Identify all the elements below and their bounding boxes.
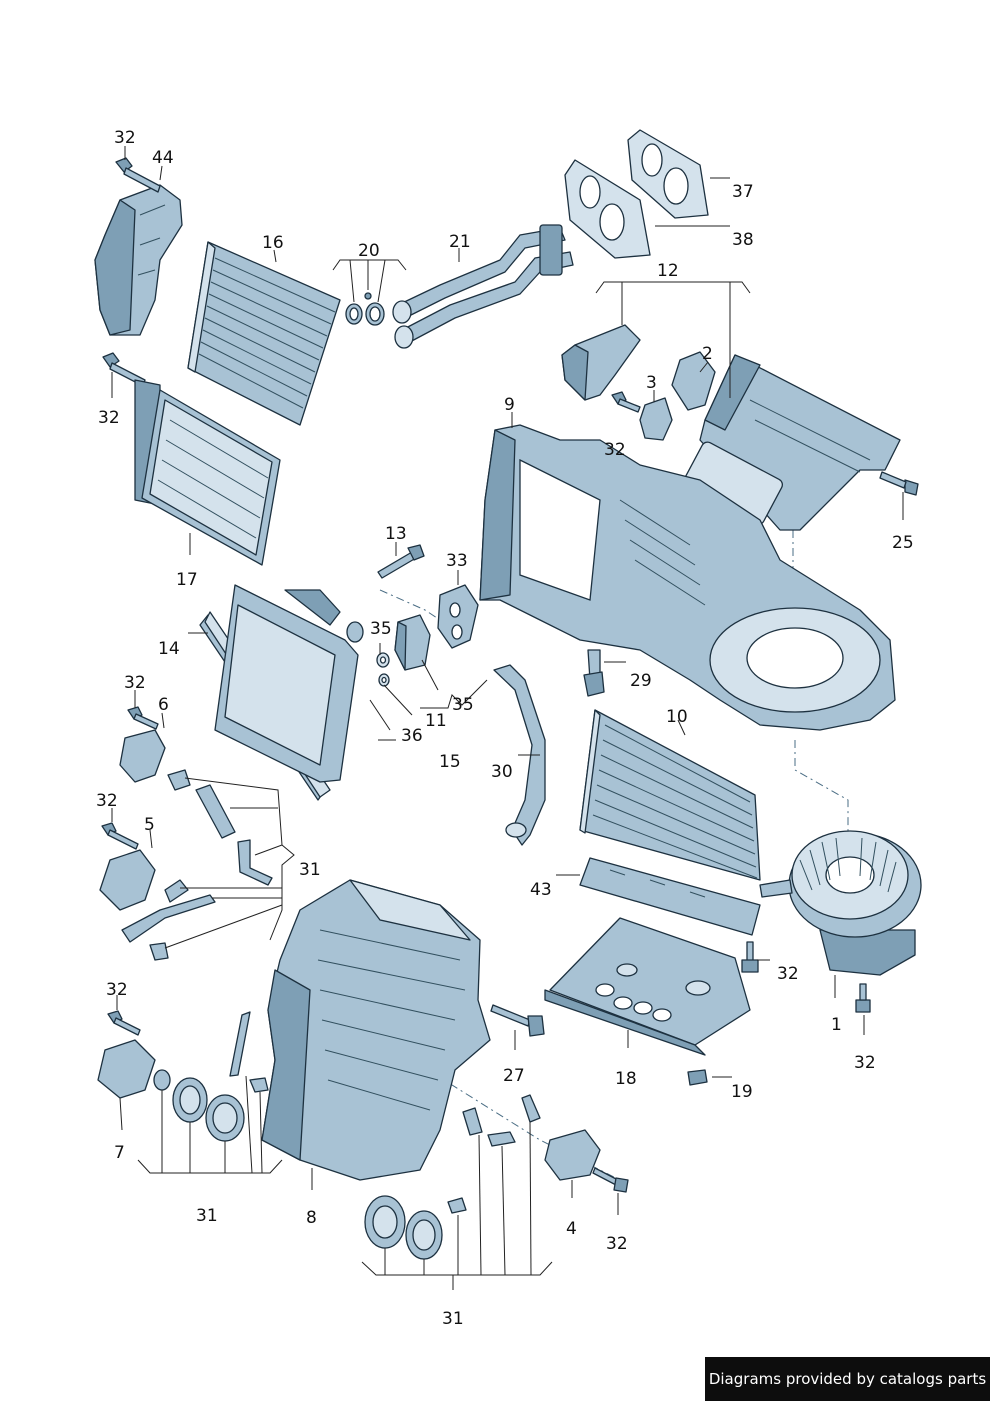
callout-5: 5 <box>144 815 155 835</box>
leader-lines <box>111 146 904 1290</box>
callout-20: 20 <box>358 241 380 261</box>
callout-19: 19 <box>731 1082 753 1102</box>
callout-2: 2 <box>702 344 713 364</box>
part-5-actuator[interactable] <box>99 849 156 911</box>
part-27-sensor[interactable] <box>490 1004 545 1037</box>
footer-credit-badge: Diagrams provided by catalogs parts <box>705 1357 990 1401</box>
part-32-bolt[interactable] <box>855 983 871 1013</box>
part-8-heater-housing[interactable] <box>261 879 491 1181</box>
part-18-tray[interactable] <box>544 917 751 1056</box>
part-30-drain-hose[interactable] <box>493 664 546 846</box>
part-37-gasket[interactable] <box>627 129 709 219</box>
callout-33: 33 <box>446 551 468 571</box>
callout-43: 43 <box>530 880 552 900</box>
part-19-nut[interactable] <box>687 1069 708 1086</box>
callout-7: 7 <box>114 1143 125 1163</box>
callout-29: 29 <box>630 671 652 691</box>
callout-32: 32 <box>96 791 118 811</box>
callout-10: 10 <box>666 707 688 727</box>
callout-12: 12 <box>657 261 679 281</box>
part-14-evaporator[interactable] <box>214 584 364 783</box>
callout-21: 21 <box>449 232 471 252</box>
part-12-bracket[interactable] <box>561 324 641 401</box>
callout-30: 30 <box>491 762 513 782</box>
part-29-sensor[interactable] <box>583 649 605 697</box>
part-9-main-housing[interactable] <box>479 424 896 731</box>
part-11-expansion-valve[interactable] <box>394 614 431 671</box>
callout-31: 31 <box>299 860 321 880</box>
callout-11: 11 <box>425 711 447 731</box>
callout-1: 1 <box>831 1015 842 1035</box>
part-36-o-ring[interactable] <box>378 673 390 687</box>
part-4-actuator[interactable] <box>544 1129 601 1181</box>
part-31-linkages[interactable] <box>121 769 541 1260</box>
callout-4: 4 <box>566 1219 577 1239</box>
callout-35: 35 <box>370 619 392 639</box>
callout-32: 32 <box>854 1053 876 1073</box>
part-44-bracket[interactable] <box>94 184 183 336</box>
callout-36: 36 <box>401 726 423 746</box>
part-32-bolt[interactable] <box>611 391 641 413</box>
part-38-gasket[interactable] <box>564 159 651 259</box>
callout-6: 6 <box>158 695 169 715</box>
callout-32: 32 <box>106 980 128 1000</box>
callout-32: 32 <box>604 440 626 460</box>
callout-27: 27 <box>503 1066 525 1086</box>
part-17-heater-core[interactable] <box>134 379 281 566</box>
callout-32: 32 <box>606 1234 628 1254</box>
callout-14: 14 <box>158 639 180 659</box>
callout-labels: 32 44 16 20 21 37 38 12 2 3 32 9 32 25 1… <box>96 128 914 1329</box>
callout-35: 35 <box>452 695 474 715</box>
part-16-heat-exchanger[interactable] <box>187 241 341 426</box>
callout-8: 8 <box>306 1208 317 1228</box>
callout-32: 32 <box>98 408 120 428</box>
part-1-blower[interactable] <box>759 830 922 976</box>
callout-32: 32 <box>114 128 136 148</box>
callout-3: 3 <box>646 373 657 393</box>
callout-32: 32 <box>124 673 146 693</box>
flap-housing[interactable] <box>682 354 901 531</box>
callout-17: 17 <box>176 570 198 590</box>
part-32-bolt[interactable] <box>127 706 159 730</box>
part-13-bolt[interactable] <box>377 544 425 579</box>
part-3-actuator[interactable] <box>639 397 673 441</box>
part-25-bolt[interactable] <box>879 471 919 496</box>
part-10-pollen-filter[interactable] <box>579 709 761 881</box>
part-7-actuator[interactable] <box>97 1039 156 1099</box>
callout-15: 15 <box>439 752 461 772</box>
callout-18: 18 <box>615 1069 637 1089</box>
part-32-bolt[interactable] <box>107 1010 141 1036</box>
callout-31: 31 <box>442 1309 464 1329</box>
callout-16: 16 <box>262 233 284 253</box>
footer-credit-text: Diagrams provided by catalogs parts <box>708 1370 987 1388</box>
callout-25: 25 <box>892 533 914 553</box>
part-33-seal[interactable] <box>437 584 479 649</box>
part-35-o-ring[interactable] <box>376 652 390 668</box>
part-32-bolt[interactable] <box>101 822 139 850</box>
callout-13: 13 <box>385 524 407 544</box>
callout-38: 38 <box>732 230 754 250</box>
part-32-bolt[interactable] <box>741 941 759 973</box>
callout-32: 32 <box>777 964 799 984</box>
callout-37: 37 <box>732 182 754 202</box>
part-6-actuator[interactable] <box>119 729 166 783</box>
callout-31: 31 <box>196 1206 218 1226</box>
callout-9: 9 <box>504 395 515 415</box>
part-32-bolt[interactable] <box>115 157 161 193</box>
part-43-cover[interactable] <box>579 857 761 936</box>
part-32-bolt[interactable] <box>592 1167 629 1193</box>
callout-44: 44 <box>152 148 174 168</box>
part-20-seals[interactable] <box>345 292 385 326</box>
part-21-refrigerant-pipes[interactable] <box>392 224 574 349</box>
